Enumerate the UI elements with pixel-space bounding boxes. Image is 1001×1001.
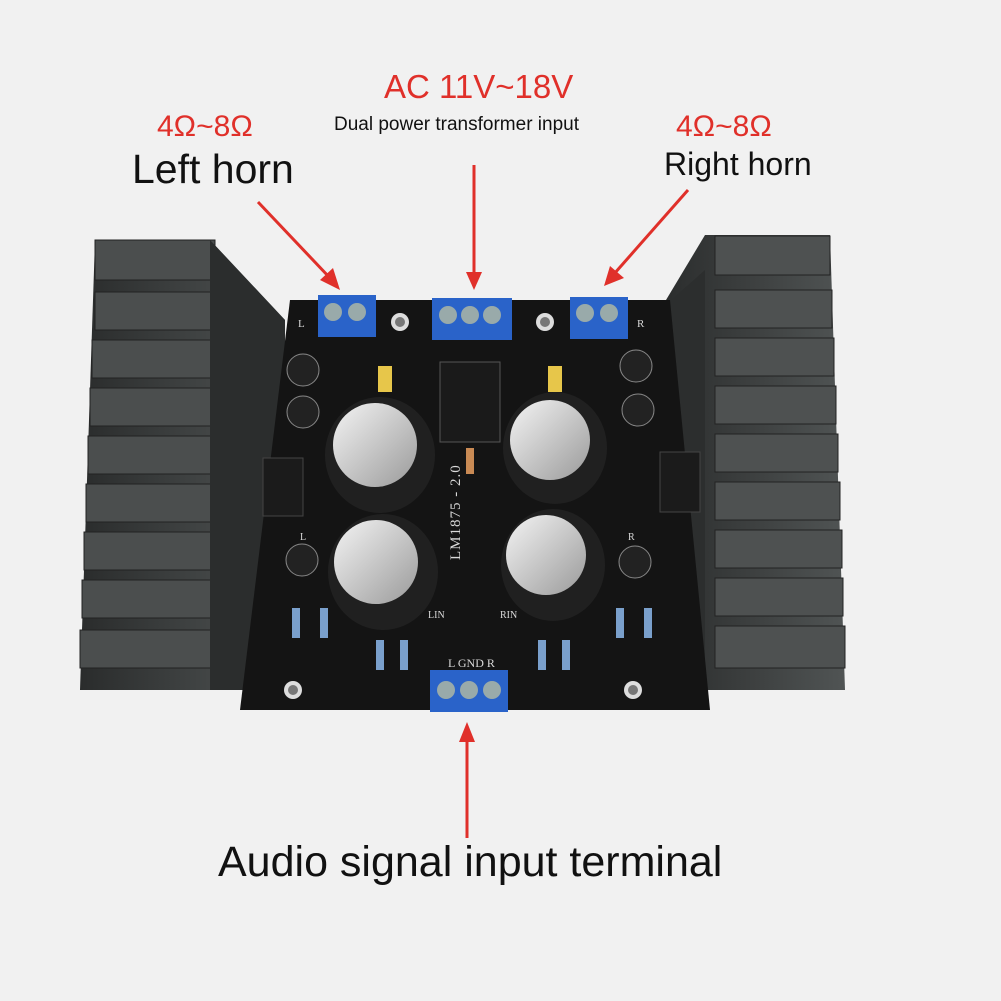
silkscreen-input-pins: L GND R [448,656,495,670]
silkscreen-lin: LIN [428,610,445,621]
silkscreen-left-lower: L [300,532,307,543]
arrow-left-horn [256,200,340,290]
left-horn-label: Left horn [132,146,294,192]
cap-yellow-left [378,366,392,392]
arrow-ac-input [466,165,482,290]
cap-yellow-right [548,366,562,392]
silkscreen-left: L [298,318,305,330]
arrow-audio-input [459,722,475,838]
left-heatsink [79,239,285,690]
chip-right [659,451,701,513]
ac-voltage-range: AC 11V~18V [384,68,574,105]
chip-left [262,457,304,517]
rectifier [439,361,501,443]
ac-input-description: Dual power transformer input [334,114,579,135]
audio-input-label: Audio signal input terminal [218,838,723,886]
capacitor-large [325,392,607,630]
silkscreen-rin: RIN [500,610,518,621]
terminal-ac-input [432,298,512,340]
terminal-right [570,297,628,339]
silkscreen-right-lower: R [628,532,635,543]
capacitor-small [285,349,655,579]
terminal-left [318,295,376,337]
left-impedance: 4Ω~8Ω [157,110,253,143]
terminal-audio-input [430,670,508,712]
arrow-right-horn [604,189,690,286]
silkscreen-model: LM1875 - 2.0 [448,464,464,560]
right-impedance: 4Ω~8Ω [676,110,772,143]
right-horn-label: Right horn [664,146,812,182]
silkscreen-right: R [637,318,645,330]
resistors [292,448,652,670]
